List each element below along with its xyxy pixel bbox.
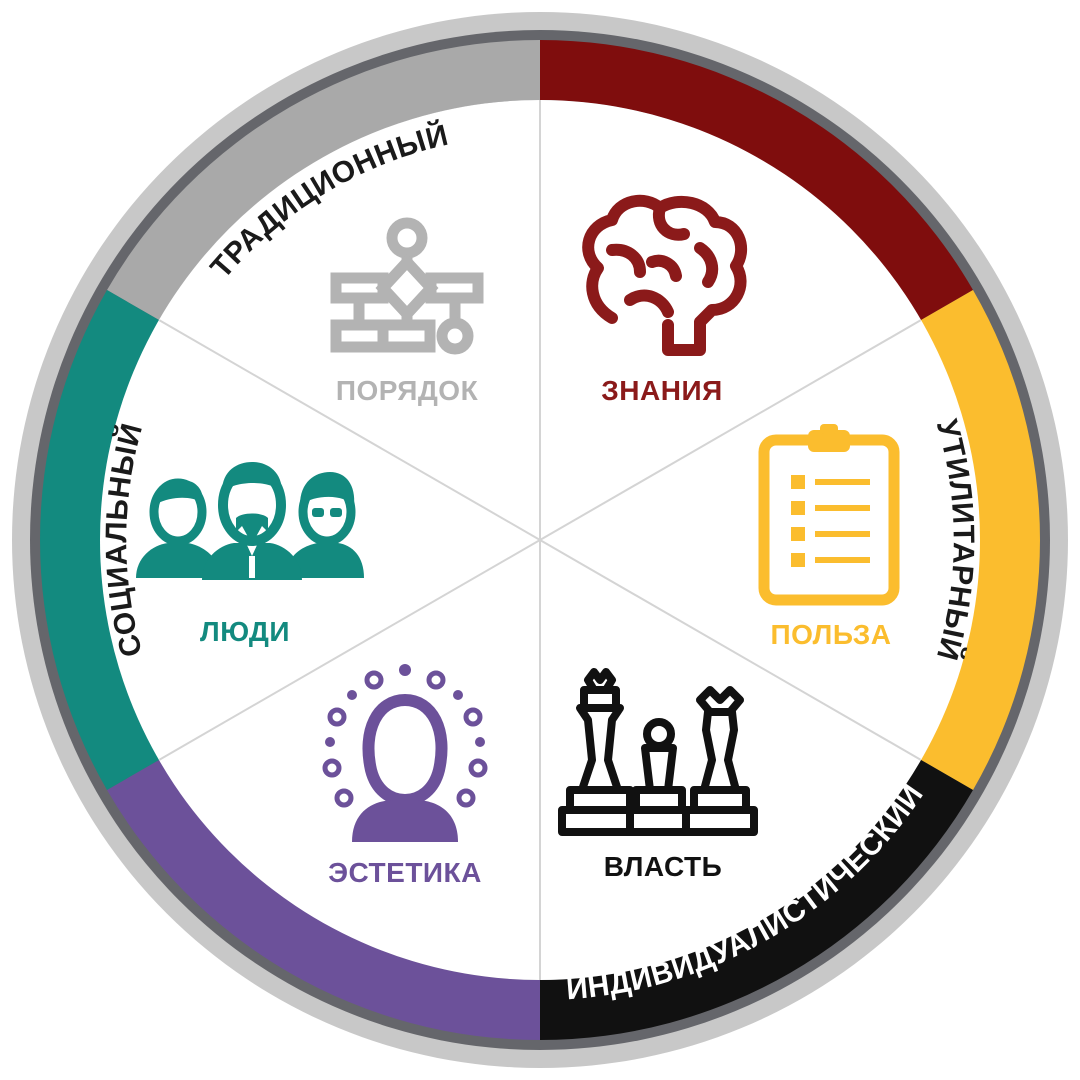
ring-segment-individualistic <box>540 759 973 1040</box>
sector-label-aesthetics: ЭСТЕТИКА <box>328 857 482 888</box>
sector-dividers <box>158 100 922 980</box>
head-orbit-icon <box>322 664 488 842</box>
sector-label-power: ВЛАСТЬ <box>604 851 722 882</box>
people-group-icon <box>136 462 364 580</box>
brain-icon <box>582 194 747 356</box>
sector-label-benefit: ПОЛЬЗА <box>770 619 891 650</box>
sector-label-knowledge: ЗНАНИЯ <box>601 375 722 406</box>
clipboard-icon <box>758 424 900 606</box>
chess-pieces-icon <box>558 668 758 836</box>
ring-segment-traditional <box>107 40 540 321</box>
sector-label-order: ПОРЯДОК <box>336 375 479 406</box>
ring-segment-aesthetic <box>107 759 540 1040</box>
ring-segments <box>40 40 1040 1040</box>
ring-segment-theoretical <box>540 40 973 321</box>
flowchart-icon <box>330 217 484 355</box>
ring-segment-utilitarian <box>920 290 1040 790</box>
ring-segment-social <box>40 290 160 790</box>
sector-label-people: ЛЮДИ <box>200 616 290 647</box>
